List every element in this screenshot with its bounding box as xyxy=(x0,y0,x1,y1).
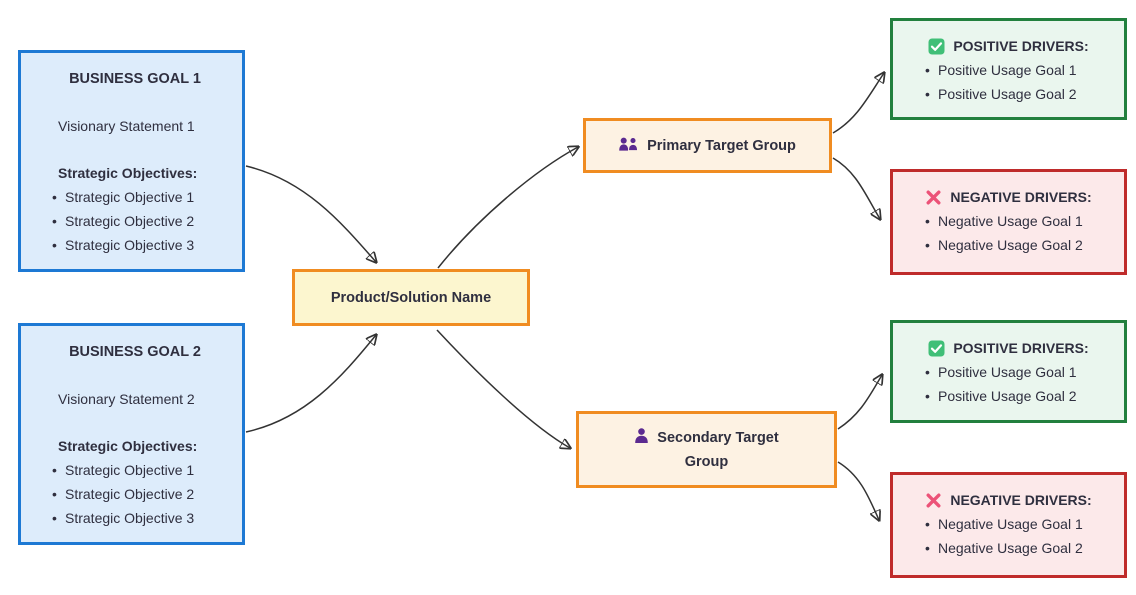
list-item: Strategic Objective 2 xyxy=(52,209,232,233)
edge-product-to-secondary-group xyxy=(436,329,570,448)
product-label: Product/Solution Name xyxy=(330,289,492,306)
goal-2-statement: Visionary Statement 2 xyxy=(58,391,195,407)
list-item: Positive Usage Goal 2 xyxy=(925,82,1116,106)
list-item: Negative Usage Goal 1 xyxy=(925,512,1116,536)
goal-2-objectives-heading: Strategic Objectives: xyxy=(58,438,198,454)
list-item: Negative Usage Goal 2 xyxy=(925,536,1116,560)
list-item: Negative Usage Goal 2 xyxy=(925,233,1116,257)
edge-secondary-to-positive xyxy=(837,375,882,430)
node-business-goal-2: BUSINESS GOAL 2 Visionary Statement 2 St… xyxy=(18,323,245,545)
list-item: Strategic Objective 3 xyxy=(52,233,232,257)
x-icon xyxy=(925,189,942,206)
list-item: Strategic Objective 1 xyxy=(52,458,232,482)
negative-drivers-list: Negative Usage Goal 1 Negative Usage Goa… xyxy=(901,209,1116,257)
primary-group-label: Primary Target Group xyxy=(647,137,796,154)
node-secondary-positive-drivers: POSITIVE DRIVERS: Positive Usage Goal 1 … xyxy=(890,320,1127,423)
node-product-solution: Product/Solution Name xyxy=(292,269,530,326)
goal-1-objectives-list: Strategic Objective 1 Strategic Objectiv… xyxy=(38,185,232,257)
positive-drivers-list: Positive Usage Goal 1 Positive Usage Goa… xyxy=(901,58,1116,106)
check-icon xyxy=(928,340,945,357)
edge-secondary-to-negative xyxy=(837,461,879,520)
check-icon xyxy=(928,38,945,55)
negative-drivers-list: Negative Usage Goal 1 Negative Usage Goa… xyxy=(901,512,1116,560)
node-business-goal-1: BUSINESS GOAL 1 Visionary Statement 1 St… xyxy=(18,50,245,272)
node-primary-negative-drivers: NEGATIVE DRIVERS: Negative Usage Goal 1 … xyxy=(890,169,1127,275)
negative-drivers-title: NEGATIVE DRIVERS: xyxy=(950,492,1092,508)
edge-primary-to-negative xyxy=(832,157,880,219)
node-primary-target-group: Primary Target Group xyxy=(583,118,832,173)
goal-2-objectives-list: Strategic Objective 1 Strategic Objectiv… xyxy=(38,458,232,530)
list-item: Strategic Objective 3 xyxy=(52,506,232,530)
goal-1-objectives-heading: Strategic Objectives: xyxy=(58,165,198,181)
positive-drivers-list: Positive Usage Goal 1 Positive Usage Goa… xyxy=(901,360,1116,408)
goal-2-title: BUSINESS GOAL 2 xyxy=(69,344,201,360)
goal-1-statement: Visionary Statement 1 xyxy=(58,118,195,134)
edge-primary-to-positive xyxy=(832,73,884,134)
secondary-group-label: Secondary Target Group xyxy=(657,429,779,470)
people-icon xyxy=(619,136,639,152)
node-primary-positive-drivers: POSITIVE DRIVERS: Positive Usage Goal 1 … xyxy=(890,18,1127,120)
edge-goal1-to-product xyxy=(245,165,376,262)
edge-product-to-primary-group xyxy=(437,147,578,269)
person-icon xyxy=(634,427,649,444)
list-item: Positive Usage Goal 1 xyxy=(925,360,1116,384)
positive-drivers-title: POSITIVE DRIVERS: xyxy=(953,38,1089,54)
list-item: Strategic Objective 1 xyxy=(52,185,232,209)
list-item: Positive Usage Goal 2 xyxy=(925,384,1116,408)
node-secondary-negative-drivers: NEGATIVE DRIVERS: Negative Usage Goal 1 … xyxy=(890,472,1127,578)
negative-drivers-title: NEGATIVE DRIVERS: xyxy=(950,189,1092,205)
edge-goal2-to-product xyxy=(245,335,376,433)
goal-1-title: BUSINESS GOAL 1 xyxy=(69,71,201,87)
node-secondary-target-group: Secondary Target Group xyxy=(576,411,837,488)
list-item: Strategic Objective 2 xyxy=(52,482,232,506)
x-icon xyxy=(925,492,942,509)
list-item: Positive Usage Goal 1 xyxy=(925,58,1116,82)
positive-drivers-title: POSITIVE DRIVERS: xyxy=(953,340,1089,356)
list-item: Negative Usage Goal 1 xyxy=(925,209,1116,233)
